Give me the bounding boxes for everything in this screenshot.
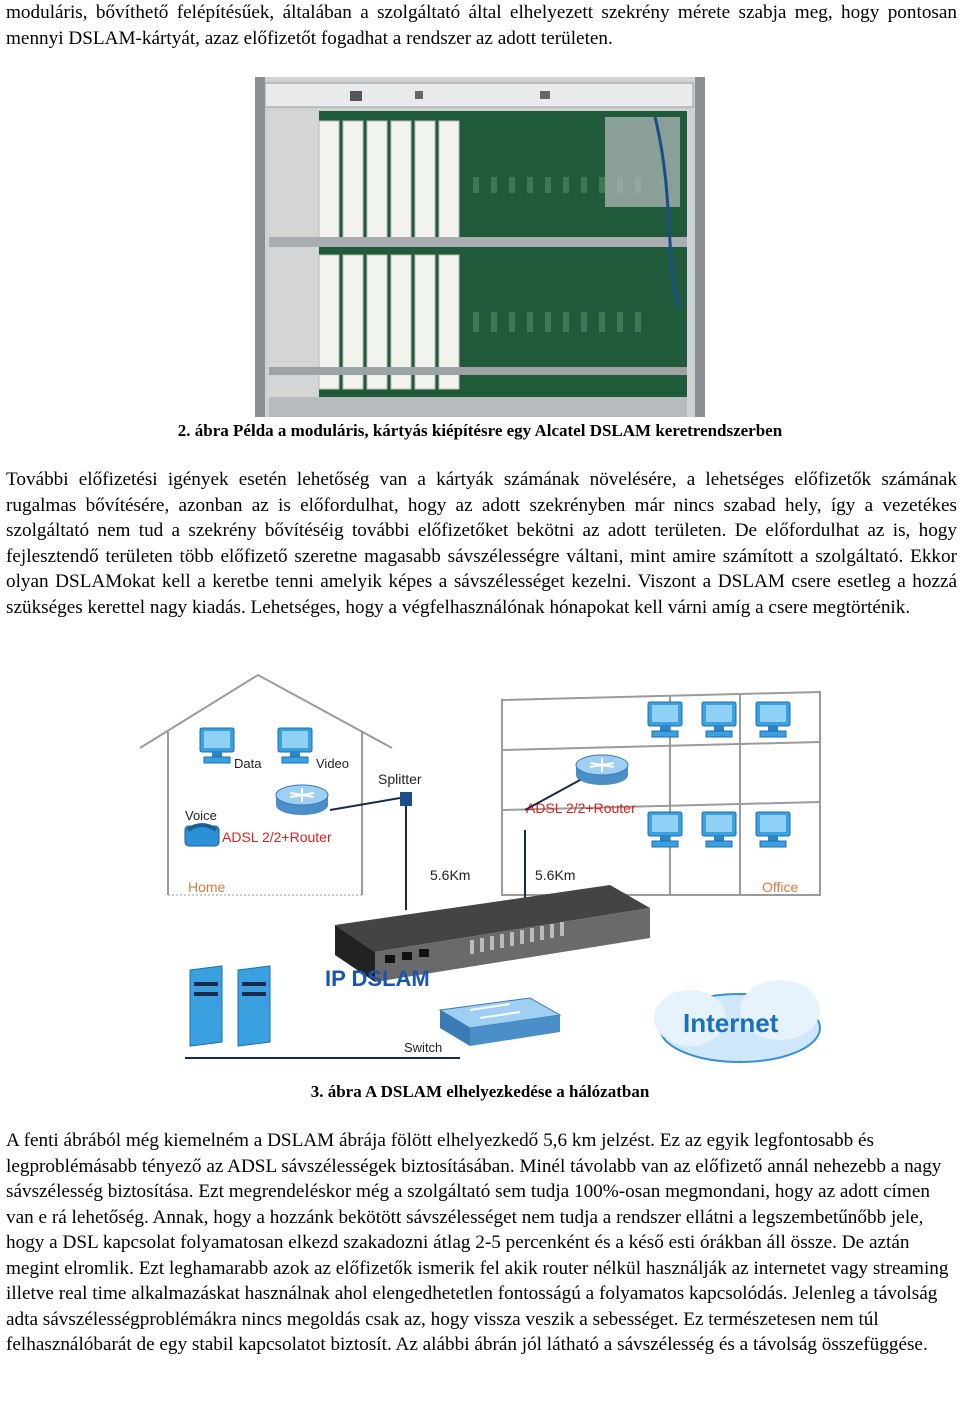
label-distance-2: 5.6Km: [535, 867, 575, 883]
label-router-home: ADSL 2/2+Router: [222, 829, 332, 845]
house-outline: [139, 673, 393, 896]
telephone-icon: [184, 823, 220, 847]
label-office: Office: [762, 879, 799, 895]
server-icon: [189, 965, 271, 1047]
label-data: Data: [234, 756, 262, 771]
label-distance-1: 5.6Km: [430, 867, 470, 883]
label-switch: Switch: [404, 1040, 442, 1055]
paragraph-expansion: További előfizetési igények esetén lehet…: [6, 469, 957, 618]
dslam-rack-photo: [255, 77, 705, 417]
cloud-icon: [654, 980, 821, 1063]
figure-3-caption: 3. ábra A DSLAM elhelyezkedése a hálózat…: [310, 1082, 650, 1101]
figure-2-caption: 2. ábra Példa a moduláris, kártyás kiépí…: [177, 421, 783, 440]
splitter-icon: [400, 792, 412, 806]
paragraph-intro: moduláris, bővíthető felépítésűek, által…: [6, 2, 957, 49]
label-internet: Internet: [683, 1008, 779, 1038]
label-video: Video: [316, 756, 349, 771]
dslam-network-diagram: Data Video Voice ADSL 2/2+Router Home Sp…: [130, 670, 830, 1075]
paragraph-distance: A fenti ábrából még kiemelném a DSLAM áb…: [6, 1130, 949, 1355]
label-splitter: Splitter: [378, 771, 422, 787]
dslam-device: [335, 885, 650, 982]
switch-icon: [438, 997, 562, 1046]
label-home: Home: [188, 879, 226, 895]
label-voice: Voice: [185, 808, 217, 823]
label-router-office: ADSL 2/2+Router: [526, 800, 636, 816]
label-ip-dslam: IP DSLAM: [325, 966, 430, 991]
